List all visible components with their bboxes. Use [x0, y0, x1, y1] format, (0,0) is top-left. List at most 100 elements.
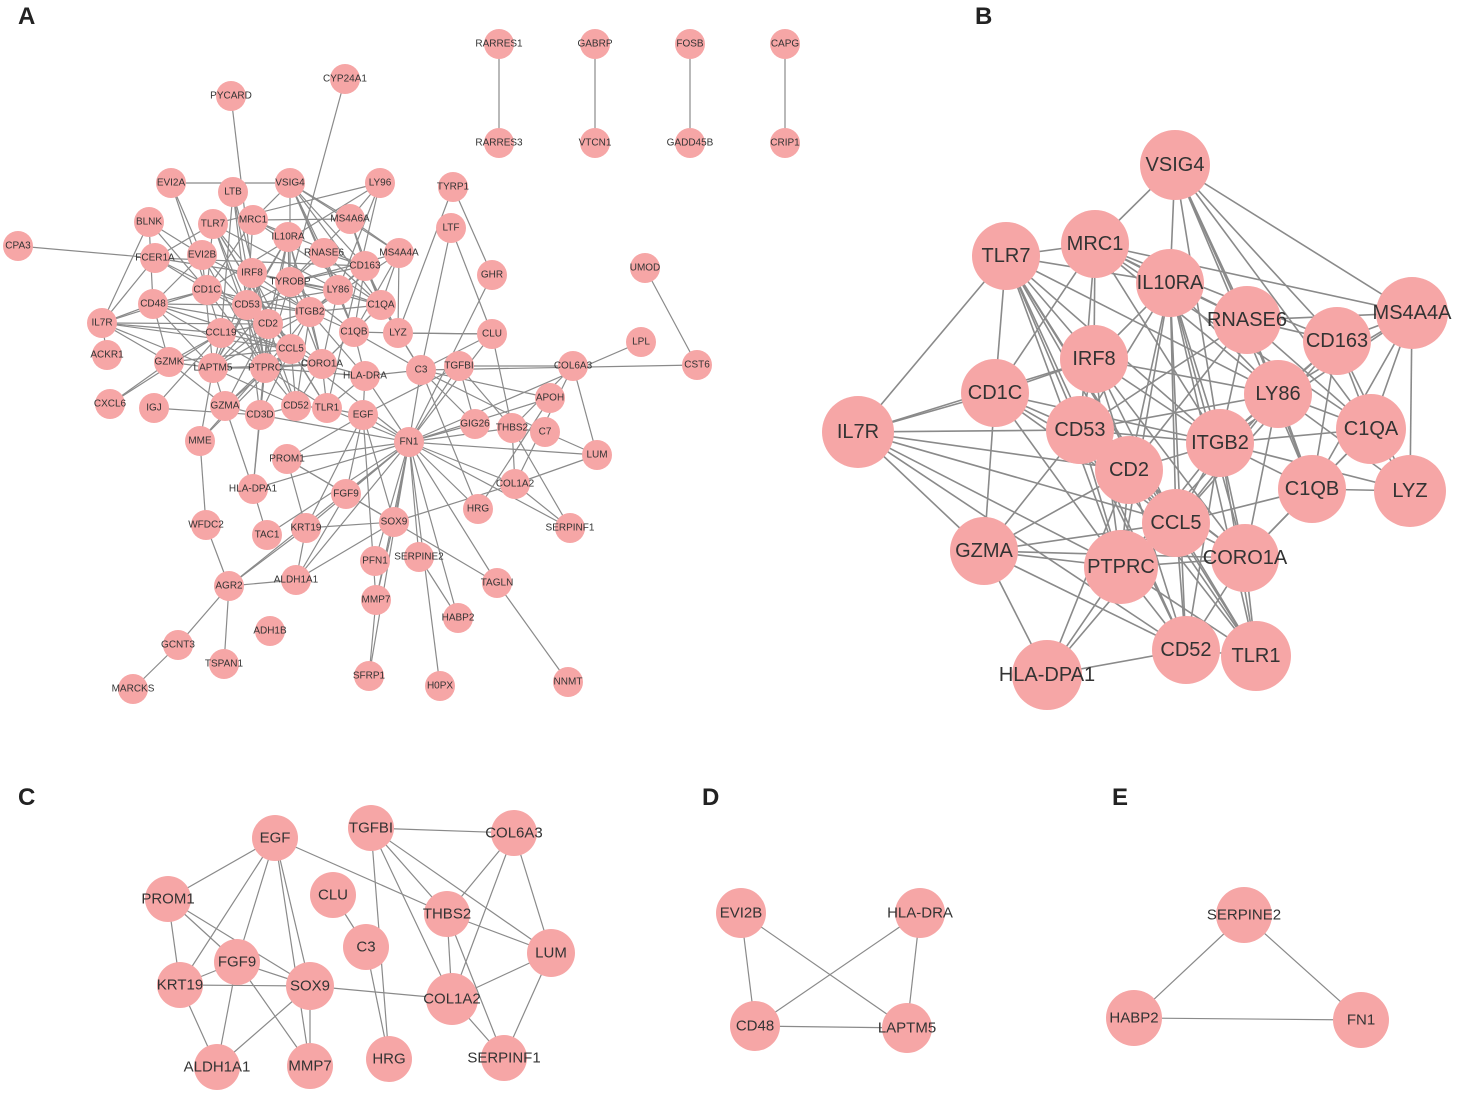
node-label: CD48 — [736, 1018, 774, 1035]
node-label: TLR1 — [315, 403, 340, 414]
node-tlr7: TLR7 — [198, 209, 228, 239]
node-circle — [379, 507, 409, 537]
node-lpl: LPL — [626, 327, 656, 357]
node-circle — [92, 340, 122, 370]
node-rarres3: RARRES3 — [475, 128, 523, 158]
panel-letter-d: D — [702, 784, 719, 811]
edge-evi2b-laptm5 — [740, 912, 908, 1029]
node-circle — [1060, 325, 1128, 393]
node-label: IRF8 — [1072, 348, 1115, 370]
node-circle — [145, 876, 191, 922]
node-sox9: SOX9 — [286, 962, 334, 1010]
node-ly96: LY96 — [365, 168, 395, 198]
node-label: CCL5 — [278, 344, 304, 355]
node-label: PYCARD — [210, 91, 252, 102]
node-label: VTCN1 — [579, 138, 612, 149]
node-circle — [307, 349, 337, 379]
node-label: SOX9 — [381, 517, 408, 528]
node-c7: C7 — [530, 417, 560, 447]
edge-egf-krt19 — [179, 837, 276, 986]
edge-vsig4-ms4a4a — [1174, 164, 1413, 314]
node-label: CD2 — [1109, 459, 1149, 481]
node-adh1b: ADH1B — [253, 616, 287, 646]
edge-hla-dra-cd48 — [754, 912, 921, 1027]
edge-tyrobp-laptm5 — [212, 281, 291, 369]
node-cd48: CD48 — [138, 289, 168, 319]
node-circle — [1303, 307, 1371, 375]
node-label: MRC1 — [1067, 233, 1124, 255]
node-label: ITGB2 — [1191, 432, 1249, 454]
node-label: RNASE6 — [1207, 309, 1287, 331]
edge-ms4a4a-tyrobp — [289, 252, 400, 283]
node-c1qa: C1QA — [1336, 394, 1406, 464]
node-il7r: IL7R — [822, 396, 894, 468]
node-circle — [497, 413, 527, 443]
edge-fgf9-aldh1a1 — [295, 493, 347, 581]
node-circle — [1333, 992, 1389, 1048]
node-label: LY96 — [369, 178, 392, 189]
node-tgfbi: TGFBI — [444, 351, 474, 381]
node-thbs2: THBS2 — [496, 413, 529, 443]
node-circle — [157, 962, 203, 1008]
edge-il7r-cd2 — [101, 322, 269, 325]
node-label: VSIG4 — [275, 178, 305, 189]
node-circle — [675, 29, 705, 59]
node-label: CORO1A — [1203, 547, 1288, 569]
edge-il10ra-cd52 — [1169, 282, 1187, 651]
node-circle — [348, 400, 378, 430]
node-label: GCNT3 — [161, 640, 195, 651]
node-cd163: CD163 — [1303, 307, 1371, 375]
node-col1a2: COL1A2 — [496, 469, 535, 499]
node-circle — [252, 520, 282, 550]
node-serpinf1: SERPINF1 — [467, 1035, 541, 1081]
node-ptprc: PTPRC — [1084, 530, 1158, 604]
node-fgf9: FGF9 — [331, 479, 361, 509]
node-clu: CLU — [310, 872, 356, 918]
node-label: LUM — [586, 450, 607, 461]
node-label: TAC1 — [255, 530, 280, 541]
node-il7r: IL7R — [87, 308, 117, 338]
node-label: LYZ — [1392, 480, 1427, 502]
panel-letter-a: A — [18, 3, 35, 30]
node-label: FN1 — [1347, 1012, 1375, 1029]
node-label: EVI2A — [157, 178, 186, 189]
edge-umod-cst6 — [644, 267, 698, 366]
node-circle — [682, 350, 712, 380]
node-label: MME — [188, 436, 212, 447]
node-cd1c: CD1C — [192, 275, 222, 305]
node-label: GZMA — [211, 401, 240, 412]
node-egf: EGF — [348, 400, 378, 430]
edge-fn1-agr2 — [228, 441, 410, 587]
node-circle — [424, 891, 470, 937]
edge-gzma-cd52 — [983, 550, 1187, 651]
node-circle — [238, 474, 268, 504]
node-label: SOX9 — [290, 978, 330, 995]
node-col6a3: COL6A3 — [554, 351, 593, 381]
edge-apoh-hrg — [477, 397, 551, 510]
node-circle — [366, 1036, 412, 1082]
node-circle — [194, 1044, 240, 1090]
node-label: CD163 — [1306, 330, 1368, 352]
edge-tyrp1-lyz — [397, 186, 454, 334]
node-mrc1: MRC1 — [238, 205, 268, 235]
node-label: CD53 — [1054, 419, 1105, 441]
node-label: GABRP — [577, 39, 612, 50]
node-circle — [484, 128, 514, 158]
node-circle — [1376, 277, 1448, 349]
node-label: LTF — [442, 223, 459, 234]
node-cyp24a1: CYP24A1 — [323, 64, 367, 94]
edge-fn1-hla-dpa1 — [252, 441, 410, 490]
node-circle — [484, 29, 514, 59]
node-circle — [237, 258, 267, 288]
node-circle — [87, 308, 117, 338]
node-rarres1: RARRES1 — [475, 29, 523, 59]
node-circle — [426, 973, 478, 1025]
node-label: HLA-DPA1 — [229, 484, 278, 495]
edge-krt19-agr2 — [228, 527, 307, 587]
node-circle — [1278, 455, 1346, 523]
node-circle — [118, 674, 148, 704]
node-label: SERPINE2 — [1207, 907, 1281, 924]
node-coro1a: CORO1A — [301, 349, 343, 379]
